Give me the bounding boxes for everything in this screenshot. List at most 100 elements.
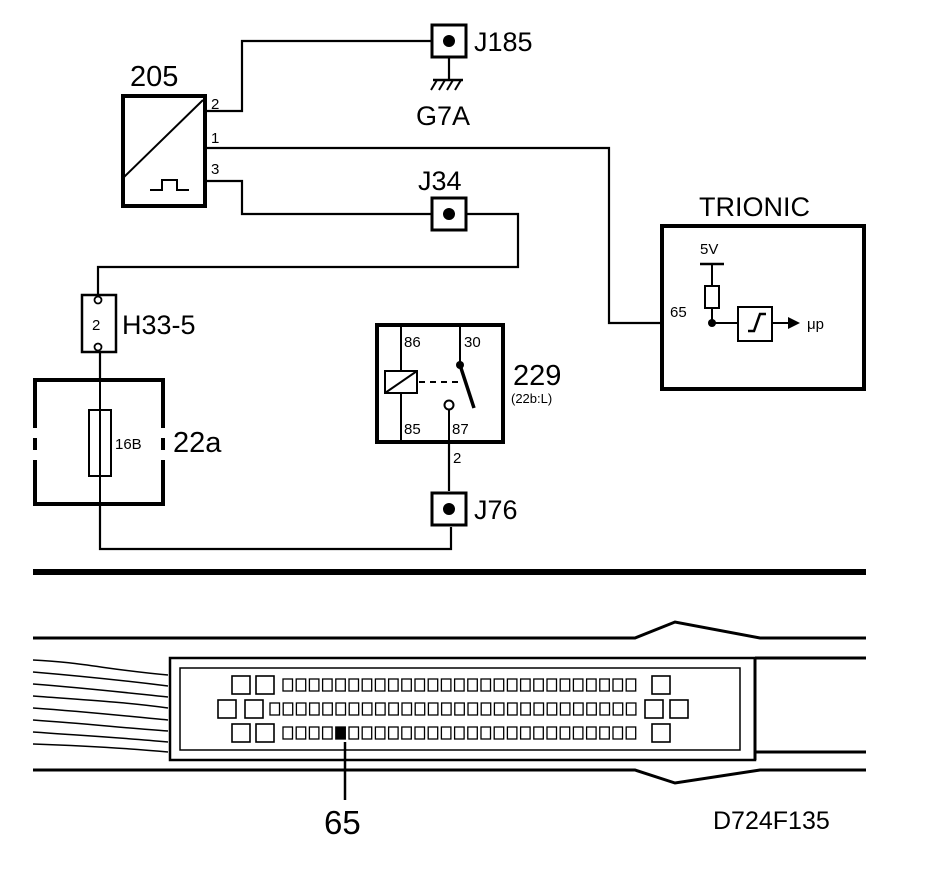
j185-label: J185 <box>474 27 533 57</box>
pin-cavity <box>467 726 478 740</box>
pin-cavity <box>453 678 465 692</box>
pin-cavity <box>361 726 373 740</box>
fuse-box-label: 22a <box>173 427 222 459</box>
pin-cavity <box>348 702 360 716</box>
pullup-resistor-icon <box>704 285 720 309</box>
pin-cavity <box>506 726 518 740</box>
pulse-icon <box>150 179 189 191</box>
pin-cavity <box>335 702 347 716</box>
relay-pin87: 87 <box>452 421 469 438</box>
relay-pin30: 30 <box>464 334 481 351</box>
pin-cavity <box>427 702 439 716</box>
pin-cavity <box>427 678 439 692</box>
relay-sub-label: (22b:L) <box>511 391 552 406</box>
pin-cavity <box>493 702 505 716</box>
fuse-label: 16B <box>115 436 142 453</box>
sensor-pin2-label: 2 <box>211 96 219 113</box>
pin-cavity <box>387 678 399 692</box>
fuse-box-22a: 16B 22a <box>29 378 222 506</box>
pin-cavity <box>427 726 439 740</box>
pin-cavity <box>612 678 624 692</box>
pin-cavity <box>612 702 624 716</box>
pin-cavity <box>348 726 360 740</box>
pin-cavity <box>440 726 452 740</box>
pin-cavity <box>321 678 333 692</box>
schmitt-trigger-icon <box>737 306 773 342</box>
pin-cavity <box>480 726 492 740</box>
j34-dot <box>443 208 455 220</box>
pin-cavity <box>559 726 571 740</box>
sensor-body <box>121 94 207 208</box>
relay-out-pin: 2 <box>453 450 461 467</box>
sensor-label: 205 <box>130 61 178 93</box>
pin-cavity <box>493 726 505 740</box>
pin-cavity <box>440 702 452 716</box>
pin-cavity <box>295 678 307 692</box>
pin-cavity <box>533 702 545 716</box>
pin-cavity <box>572 726 584 740</box>
arrow-right-icon <box>788 317 800 329</box>
pin-cavity <box>599 726 610 740</box>
relay-pin86: 86 <box>404 334 421 351</box>
pin-cavity <box>269 702 281 716</box>
ground-label: G7A <box>416 101 470 131</box>
wire-j34-h33 <box>96 212 520 295</box>
pin-cavity <box>467 678 478 692</box>
pin-cavity <box>533 726 544 740</box>
pin-cavity <box>387 726 399 740</box>
pin-cavity <box>401 726 412 740</box>
sensor-diagonal <box>122 99 204 179</box>
j34-label: J34 <box>418 166 462 196</box>
pin-cavity <box>335 678 346 692</box>
pin-cavity <box>282 726 294 740</box>
pin-cavity <box>308 678 320 692</box>
pin-cavity <box>586 702 597 716</box>
pin-cavity <box>414 726 426 740</box>
connector-h33-5: 2 H33-5 <box>80 293 196 354</box>
pin-cavity <box>519 678 531 692</box>
sensor-pin3-label: 3 <box>211 161 219 178</box>
pin-cavity <box>612 726 624 740</box>
h33-pin-label: 2 <box>92 317 100 334</box>
pin-cavity <box>520 702 531 716</box>
pin-cavity <box>361 678 373 692</box>
pin-cavity <box>572 702 584 716</box>
pin-cavity <box>559 678 571 692</box>
ground-icon <box>430 78 463 91</box>
relay-229: 86 30 85 87 2 229 (22b:L) <box>375 323 561 467</box>
h33-body <box>80 293 118 354</box>
j76-label: J76 <box>474 495 518 525</box>
relay-pin85: 85 <box>404 421 421 438</box>
pin-cavity <box>308 702 320 716</box>
pin-cavity <box>401 702 413 716</box>
pin-cavity <box>519 726 531 740</box>
pin-cavity <box>480 678 492 692</box>
pin-65-cavity <box>335 726 346 740</box>
pin-cavity <box>585 678 597 692</box>
pin-cavity <box>453 726 465 740</box>
pin-cavity <box>599 702 611 716</box>
joint-j185: J185 G7A <box>416 23 533 131</box>
pin-cavity <box>348 678 360 692</box>
pin-cavity <box>572 678 584 692</box>
ecu-supply-label: 5V <box>700 241 718 258</box>
pin-cavity <box>585 726 597 740</box>
pin-cavity <box>467 702 479 716</box>
j76-dot <box>443 503 455 515</box>
pin-cavity <box>533 678 544 692</box>
pin-cavity <box>295 702 307 716</box>
wire-bundle-icon <box>32 659 169 753</box>
ecu-pin-label: 65 <box>670 304 687 321</box>
pin-cavity <box>388 702 399 716</box>
relay-label: 229 <box>513 360 561 392</box>
pin-cavity <box>440 678 452 692</box>
pin-cavity <box>506 678 518 692</box>
wire-205-j34 <box>204 179 432 216</box>
pin-cavity <box>322 702 333 716</box>
pin-cavity <box>546 702 558 716</box>
pin-cavity <box>282 678 294 692</box>
pin-cavity <box>308 726 320 740</box>
pin-cavity <box>625 678 637 692</box>
